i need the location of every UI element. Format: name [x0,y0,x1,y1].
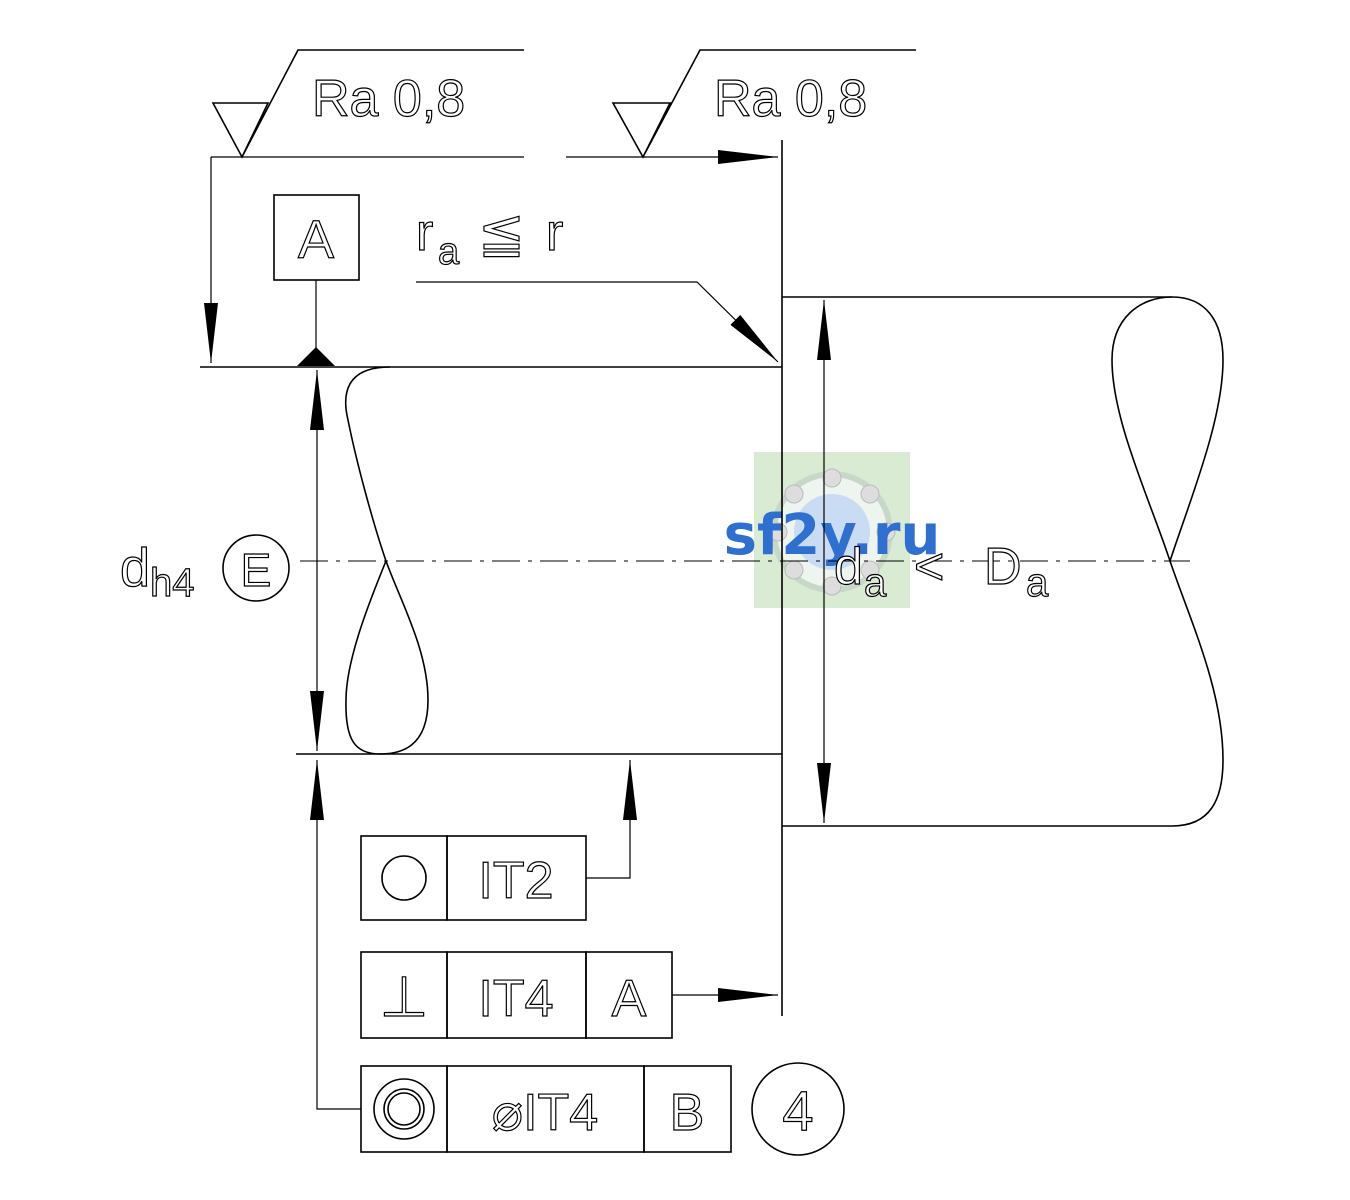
frame-roundness: IT2 [360,760,637,921]
note-number-circle-icon [751,1062,845,1156]
envelope-label: E [241,544,272,596]
frame-roundness-symbol-cell [360,835,448,921]
housing-relation: < [914,538,944,596]
radius-note-relation: ≦ [478,201,525,264]
housing-D-subscript: a [1026,561,1049,605]
housing-d-subscript: a [864,561,887,605]
surface-finish-left-symbol-icon [211,49,524,159]
frame-concentricity: ⌀IT4 B 4 [310,760,845,1156]
shaft-diameter-dimension: d h4 E [119,370,324,751]
radius-note-rhs: r [546,204,563,262]
frame-roundness-tolerance: IT2 [478,852,553,910]
radius-note-symbol: r [416,204,433,262]
datum-a-label: A [298,210,334,270]
frame-conc-datum-cell [643,1065,732,1153]
surface-finish-left-label: Ra 0,8 [312,70,465,128]
perpendicularity-symbol: ⊥ [380,965,429,1028]
housing-D-symbol: D [984,538,1022,596]
frame-perp-tolerance: IT4 [478,970,553,1028]
shaft-break-line [344,366,429,755]
radius-note-leader [416,281,779,363]
housing-body [781,140,1224,1016]
frame-conc-note: 4 [782,1079,813,1142]
frame-perpendicularity: ⊥ IT4 A [360,951,778,1039]
housing-break-upper [1111,296,1224,564]
frame-conc-datum: B [670,1084,705,1142]
shaft-diameter-subscript: h4 [150,561,195,605]
concentric-circles-icon [373,1078,435,1140]
housing-diameter-dimension: d a < D a [817,300,1050,823]
frame-perp-datum: A [612,970,647,1028]
surface-finish-right-symbol-icon [611,49,916,159]
surface-finish-right-label: Ra 0,8 [714,70,867,128]
housing-break-lower [1169,560,1224,827]
watermark-text: sf2y.ru [724,503,941,568]
datum-triangle-icon [297,347,335,366]
shaft-body [200,366,782,755]
watermark: sf2y.ru [724,452,941,608]
frame-conc-leader [310,760,361,1110]
frame-roundness-leader [586,760,637,879]
surface-finish-right: Ra 0,8 [611,49,916,159]
radius-note: r a ≦ r [415,200,779,363]
frame-conc-tolerance: ⌀IT4 [492,1084,598,1142]
datum-a: A [273,194,360,366]
radius-note-subscript: a [438,231,460,273]
circle-icon [381,855,427,901]
envelope-circle-icon [222,534,290,602]
housing-d-symbol: d [834,538,863,596]
shaft-diameter-symbol: d [120,538,150,598]
surface-finish-left: Ra 0,8 [211,49,524,159]
